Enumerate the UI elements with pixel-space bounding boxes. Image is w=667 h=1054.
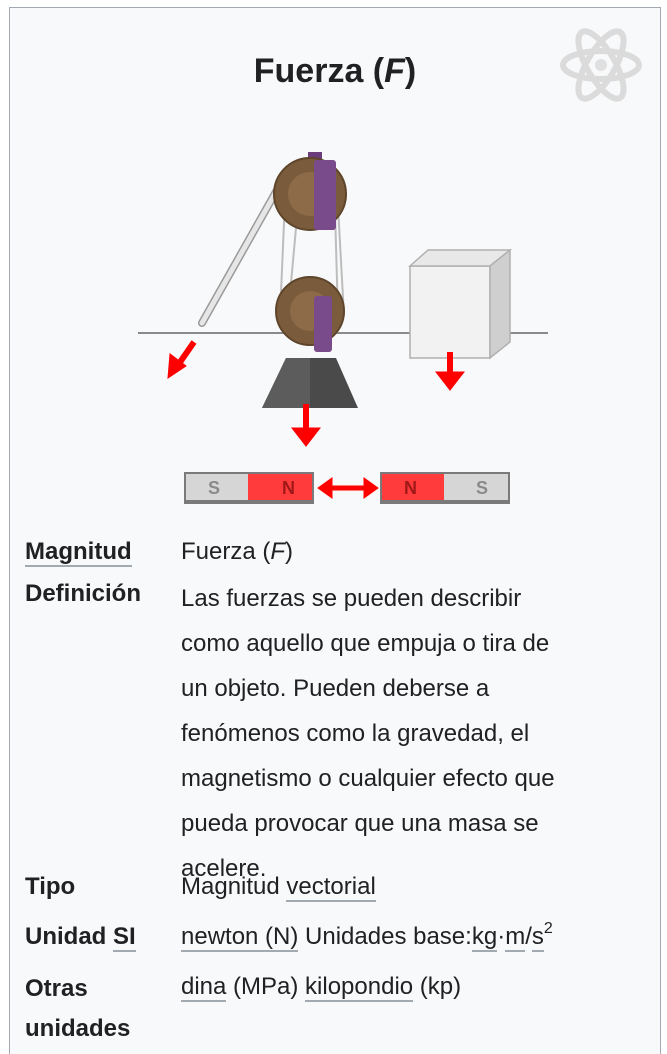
physics-emblem-icon	[560, 28, 642, 102]
label-tipo: Tipo	[25, 873, 76, 900]
infobox-title: Fuerza (F)	[253, 52, 417, 90]
link-dina[interactable]: dina	[181, 973, 227, 1002]
link-s[interactable]: s	[531, 923, 544, 952]
link-kg[interactable]: kg	[471, 923, 498, 952]
link-newton[interactable]: newton (N)	[181, 923, 299, 952]
value-definicion: Las fuerzas se pueden describir como aqu…	[181, 585, 555, 882]
label-otras-unidades: Otras unidades	[25, 975, 131, 1042]
left-magnet: S N	[184, 472, 314, 504]
right-magnet: N S	[380, 472, 510, 504]
repulsion-arrow	[317, 477, 379, 499]
value-unidad-si: newton (N) Unidades base:kg·m/s2	[181, 920, 553, 952]
link-kilopondio[interactable]: kilopondio	[305, 973, 414, 1002]
label-unidad-si: Unidad SI	[25, 923, 136, 952]
magnets-illustration: S N N S	[184, 472, 510, 504]
left-magnet-south-pole: S	[208, 478, 220, 498]
force-illustration	[138, 152, 548, 447]
value-magnitud: Fuerza (F)	[181, 538, 294, 565]
bottom-pulley	[275, 276, 345, 352]
left-magnet-north-pole: N	[282, 478, 295, 498]
top-pulley	[273, 152, 347, 231]
right-magnet-north-pole: N	[404, 478, 417, 498]
infobox: Fuerza (F)	[9, 7, 661, 1054]
label-definicion: Definición	[25, 580, 142, 607]
link-vectorial[interactable]: vectorial	[286, 873, 376, 902]
right-magnet-south-pole: S	[476, 478, 488, 498]
value-otras-unidades: dina (MPa) kilopondio (kp)	[181, 973, 462, 1002]
link-m[interactable]: m	[505, 923, 526, 952]
link-si[interactable]: SI	[113, 923, 136, 952]
box	[408, 248, 513, 360]
value-tipo: Magnitud vectorial	[181, 873, 376, 902]
label-magnitud[interactable]: Magnitud	[25, 538, 132, 567]
